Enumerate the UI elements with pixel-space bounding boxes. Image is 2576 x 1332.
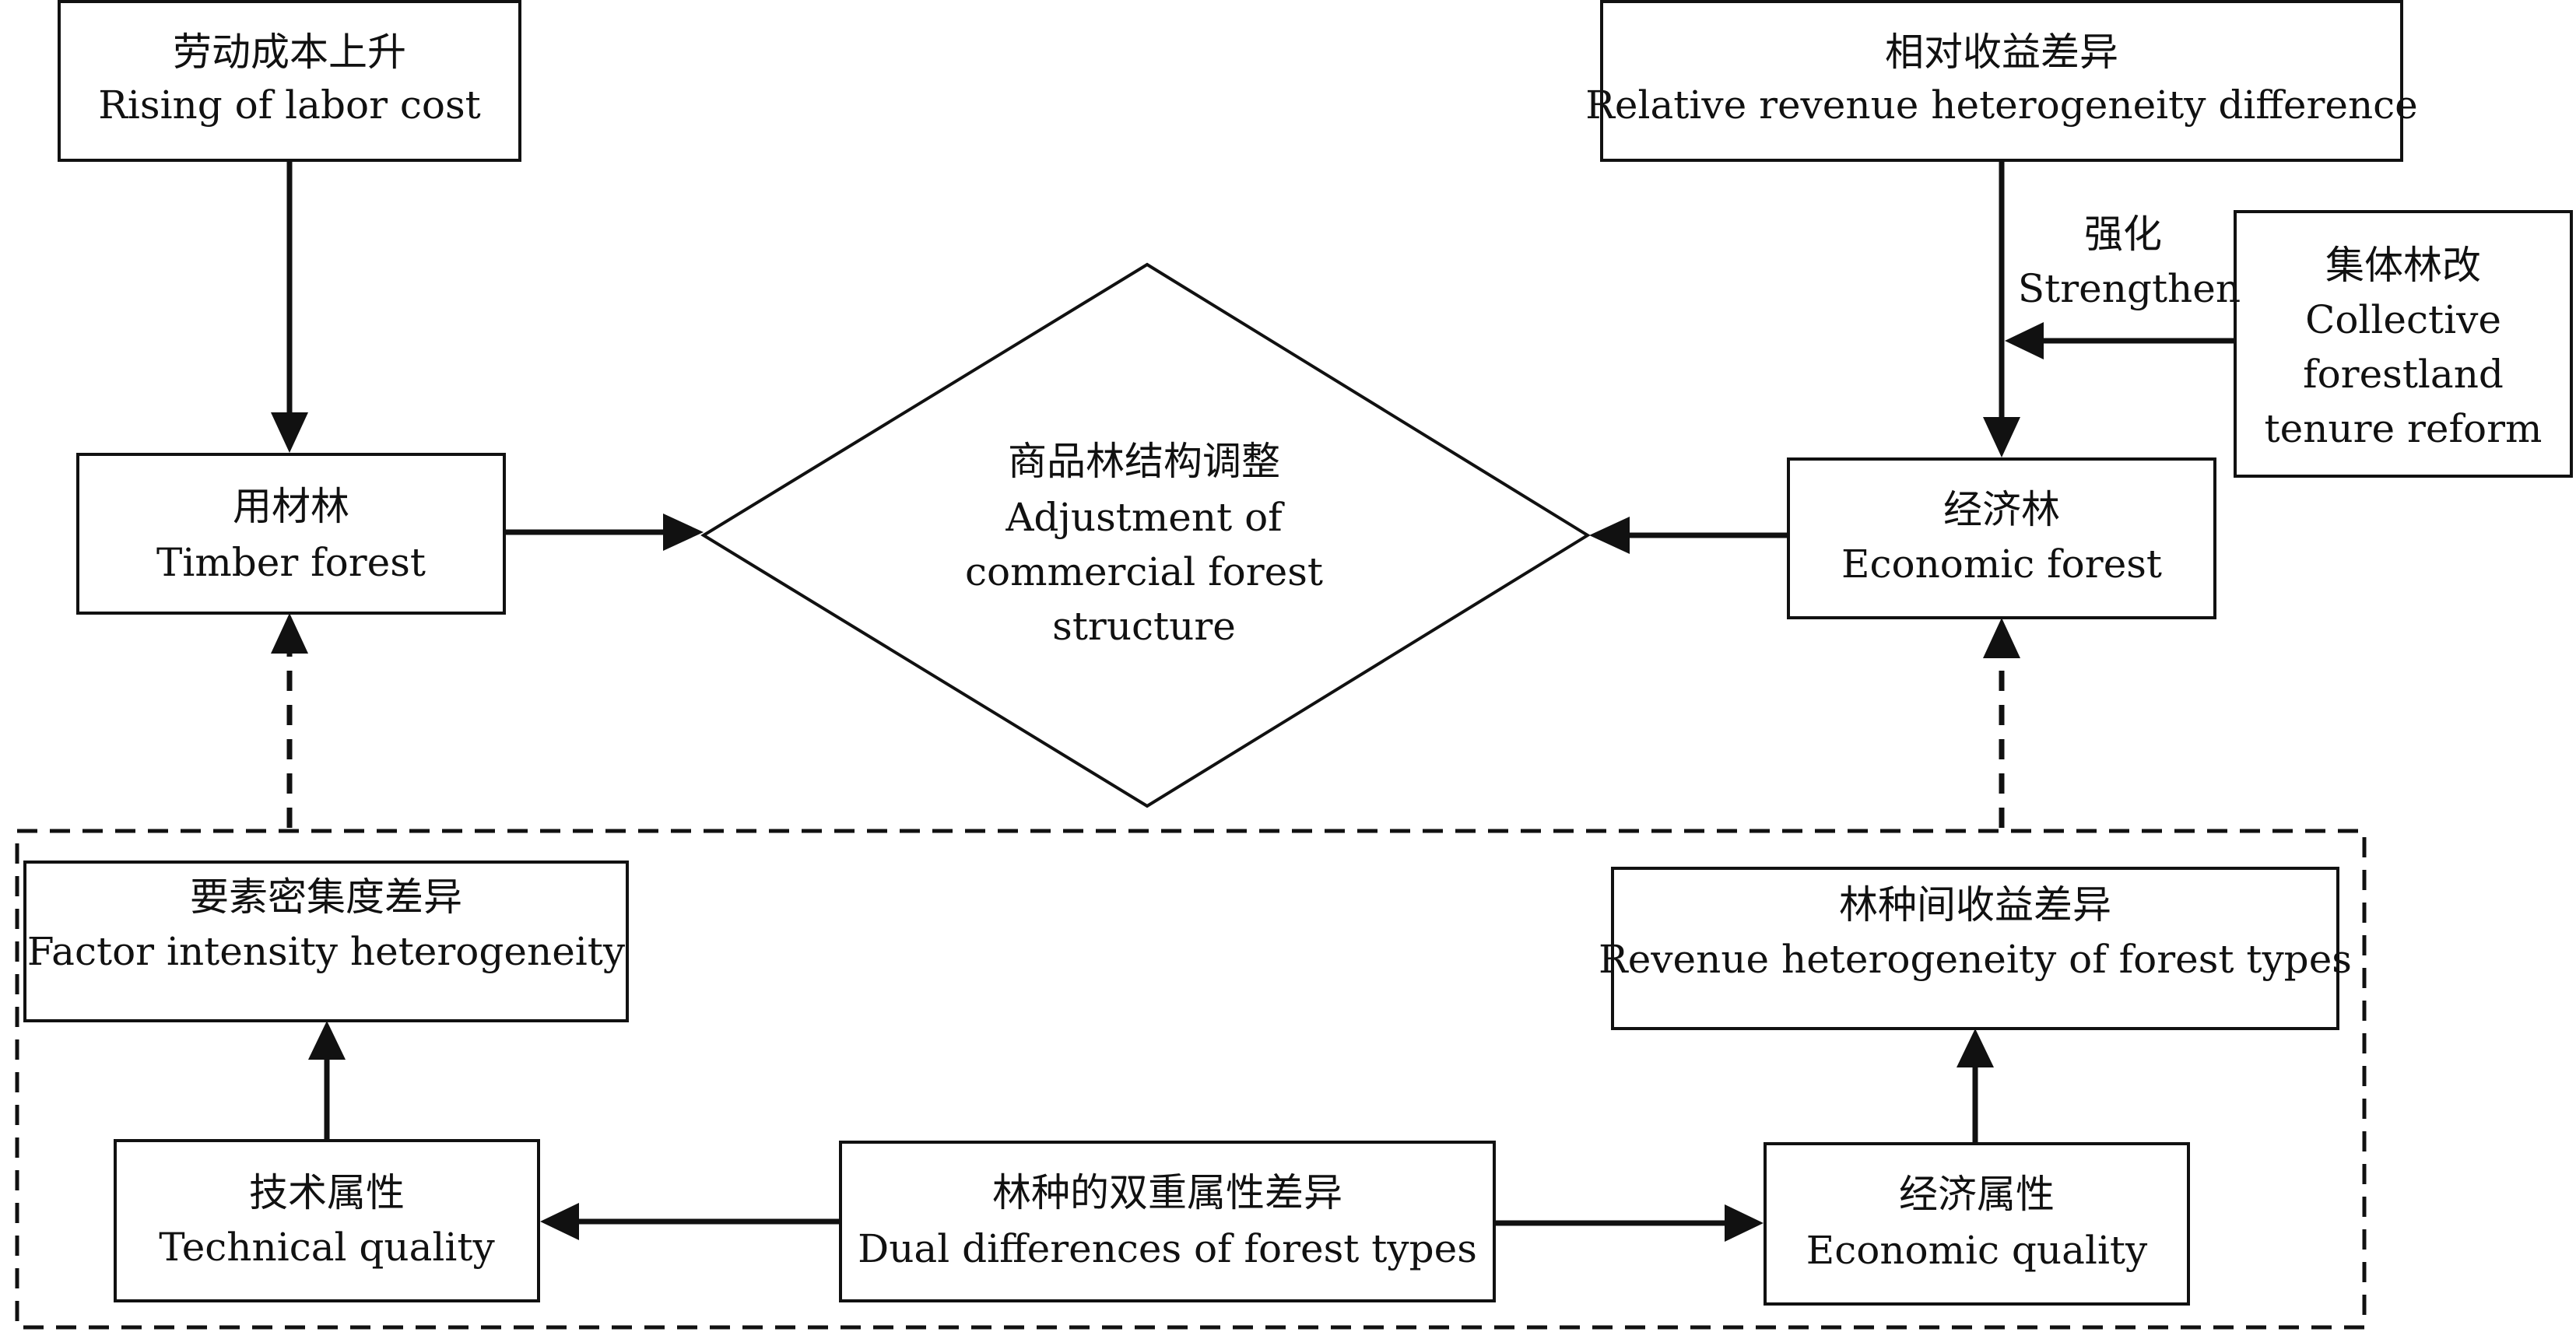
dashed-arrow-to-timber: [271, 613, 308, 828]
arrow-collective-strengthen: [2005, 322, 2235, 359]
timber-forest-zh: 用材林: [233, 484, 349, 529]
collective-reform-en-3: tenure reform: [2265, 406, 2543, 451]
technical-quality-zh: 技术属性: [249, 1170, 405, 1215]
collective-reform-en-1: Collective: [2305, 297, 2501, 342]
strengthen-zh: 强化: [2084, 212, 2162, 257]
factor-intensity-box: 要素密集度差异 Factor intensity heterogeneity: [23, 861, 629, 1022]
labor-cost-box: 劳动成本上升 Rising of labor cost: [58, 0, 521, 162]
strengthen-en: Strengthen: [2018, 266, 2241, 311]
dual-attribute-group-frame: [15, 829, 2367, 1330]
labor-cost-en: Rising of labor cost: [98, 82, 480, 128]
collective-reform-zh: 集体林改: [2325, 243, 2481, 288]
factor-intensity-en: Factor intensity heterogeneity: [27, 929, 626, 974]
timber-forest-box: 用材林 Timber forest: [76, 453, 506, 615]
economic-forest-zh: 经济林: [1943, 487, 2060, 532]
arrow-labor-to-timber: [271, 160, 308, 453]
economic-forest-en: Economic forest: [1841, 542, 2162, 587]
arrow-timber-to-adjustment: [504, 514, 704, 551]
economic-forest-box: 经济林 Economic forest: [1787, 457, 2216, 619]
arrow-relative-to-economic: [1983, 160, 2020, 457]
adjustment-en-3: structure: [1052, 604, 1236, 649]
dual-differences-box: 林种的双重属性差异 Dual differences of forest typ…: [839, 1141, 1496, 1302]
revenue-types-box: 林种间收益差异 Revenue heterogeneity of forest …: [1599, 867, 2352, 1030]
factor-intensity-zh: 要素密集度差异: [190, 875, 462, 920]
arrow-economic-quality-to-revenue: [1957, 1029, 1994, 1144]
economic-quality-box: 经济属性 Economic quality: [1764, 1142, 2190, 1306]
revenue-types-en: Revenue heterogeneity of forest types: [1599, 937, 2352, 982]
arrow-technical-to-factor: [308, 1021, 346, 1141]
technical-quality-en: Technical quality: [159, 1225, 495, 1270]
economic-quality-en: Economic quality: [1806, 1228, 2148, 1273]
technical-quality-box: 技术属性 Technical quality: [114, 1139, 540, 1302]
revenue-types-zh: 林种间收益差异: [1839, 882, 2111, 927]
adjustment-en-1: Adjustment of: [1005, 495, 1285, 540]
collective-reform-box: 集体林改 Collective forestland tenure reform: [2234, 210, 2573, 478]
economic-quality-zh: 经济属性: [1899, 1172, 2055, 1217]
relative-revenue-en: Relative revenue heterogeneity differenc…: [1585, 82, 2418, 128]
relative-revenue-zh: 相对收益差异: [1885, 30, 2118, 75]
relative-revenue-box: 相对收益差异 Relative revenue heterogeneity di…: [1585, 0, 2418, 162]
dual-differences-en: Dual differences of forest types: [858, 1226, 1477, 1271]
adjustment-diamond: 商品林结构调整 Adjustment of commercial forest …: [700, 262, 1591, 808]
adjustment-en-2: commercial forest: [965, 549, 1323, 594]
adjustment-zh: 商品林结构调整: [1008, 439, 1280, 484]
timber-forest-en: Timber forest: [156, 540, 426, 585]
collective-reform-en-2: forestland: [2303, 352, 2504, 397]
dual-differences-zh: 林种的双重属性差异: [992, 1170, 1342, 1215]
strengthen-label: 强化 Strengthen: [2018, 212, 2241, 311]
dashed-arrow-to-economic: [1983, 618, 2020, 828]
arrow-economic-to-adjustment: [1589, 517, 1788, 554]
arrow-dual-to-economic-quality: [1494, 1204, 1764, 1242]
arrow-dual-to-technical: [540, 1203, 841, 1240]
labor-cost-zh: 劳动成本上升: [173, 30, 406, 75]
